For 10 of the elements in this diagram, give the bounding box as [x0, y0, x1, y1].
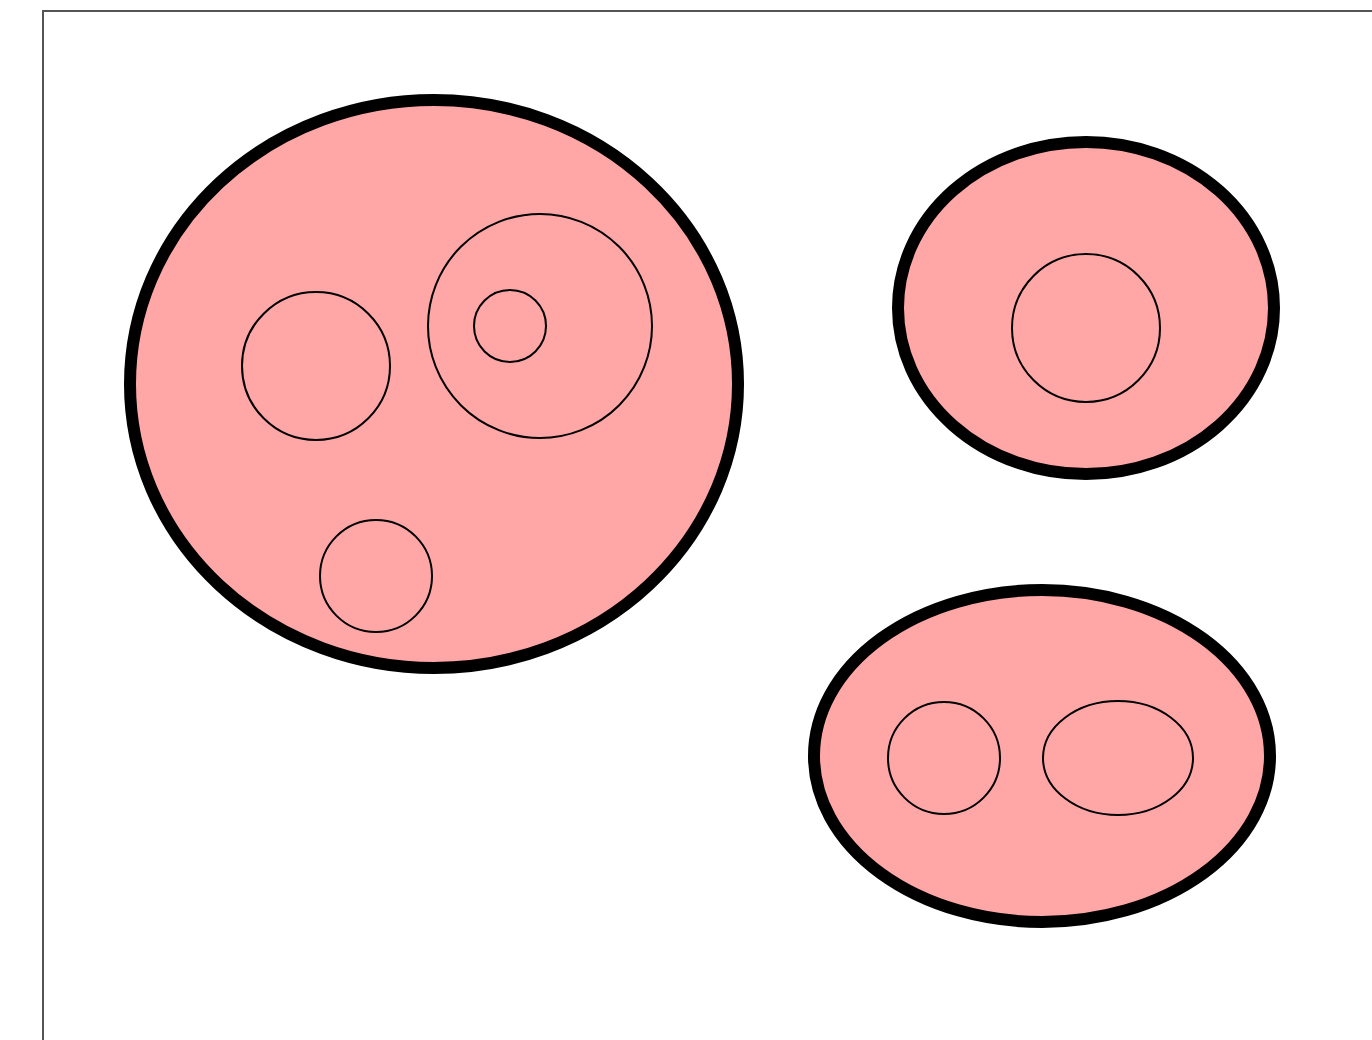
cell-ellipse	[124, 94, 744, 674]
inner-circle	[318, 518, 434, 634]
inner-circle	[1010, 252, 1162, 404]
inner-circle	[426, 212, 654, 440]
cell-ellipse	[808, 584, 1276, 928]
cell-ellipse	[892, 136, 1280, 480]
inner-ellipse	[1042, 700, 1194, 816]
inner-circle	[472, 288, 548, 364]
inner-circle	[886, 700, 1002, 816]
inner-circle	[240, 290, 392, 442]
